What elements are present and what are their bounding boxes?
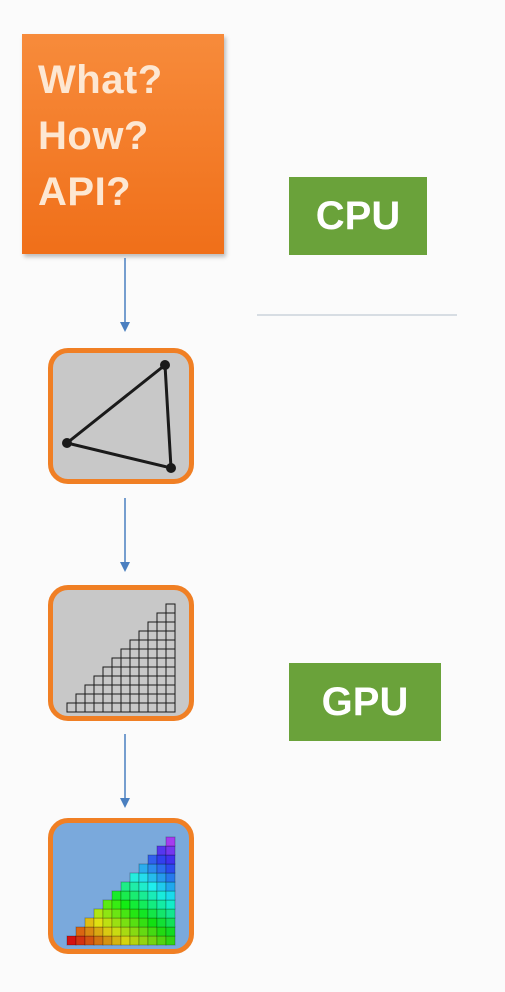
question-api: API? <box>38 170 132 214</box>
cpu-label: CPU <box>289 177 427 255</box>
shaded-fragments-tile <box>48 818 194 954</box>
application-question-box: What? How? API? <box>22 34 224 254</box>
arrow-down-icon <box>116 498 134 574</box>
shaded-fragments-icon <box>66 836 176 946</box>
triangle-primitive-tile <box>48 348 194 484</box>
rasterization-tile <box>48 585 194 721</box>
rasterization-grid-icon <box>66 603 176 713</box>
question-how: How? <box>38 114 149 158</box>
cpu-gpu-divider <box>257 314 457 316</box>
arrow-down-icon <box>116 734 134 810</box>
question-what: What? <box>38 58 163 102</box>
arrow-down-icon <box>116 258 134 334</box>
gpu-label: GPU <box>289 663 441 741</box>
triangle-primitive-icon <box>62 360 176 473</box>
